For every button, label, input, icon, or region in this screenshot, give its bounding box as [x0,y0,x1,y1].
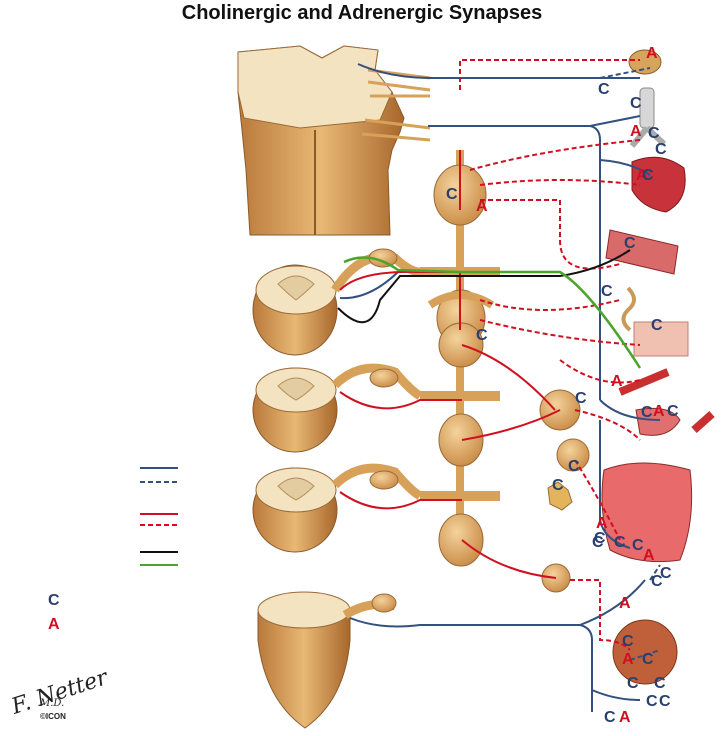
organ-blood-vessel [618,368,715,433]
cholinergic-synapse-label: C [646,693,658,710]
cholinergic-synapse-label: C [592,534,604,551]
cholinergic-synapse-label: C [655,141,667,158]
cholinergic-synapse-label: C [667,403,679,420]
artist-signature-suffix: M.D. [40,698,65,709]
adrenergic-synapse-label: A [619,709,631,726]
cholinergic-synapse-label: C [659,693,671,710]
cholinergic-synapse-label: C [622,633,634,650]
brainstem-segment [237,45,431,236]
cholinergic-synapse-label: C [552,477,564,494]
cholinergic-synapse-label: C [651,317,663,334]
organ-heart [631,156,686,213]
adrenergic-synapse-label: A [646,45,658,62]
organ-trachea [629,87,667,148]
somatic-motor-fibers [337,249,631,324]
spinal-segment-thoracic-2 [252,363,423,453]
organ-intestines [601,462,693,563]
cholinergic-synapse-label: C [630,95,642,112]
cholinergic-synapse-label: C [476,327,488,344]
adrenergic-synapse-label: A [636,167,648,184]
cholinergic-fibers-postganglionic [599,67,661,661]
cholinergic-synapse-label: C [651,573,663,590]
spinal-segment-sacral [257,591,397,729]
adrenergic-synapse-label: A [653,403,665,420]
sympathetic-chain [420,150,500,567]
cholinergic-synapse-label: C [446,186,458,203]
organ-skin [633,321,689,357]
organ-eye-gland [628,49,662,75]
legend-key-adrenergic: A [48,616,60,633]
cholinergic-synapse-label: C [575,390,587,407]
cholinergic-synapse-label: C [642,167,654,184]
cholinergic-synapse-label: C [594,530,606,547]
spinal-segment-thoracic-1 [252,248,421,356]
cholinergic-synapse-label: C [642,651,654,668]
publisher-mark: ©ICON [40,712,66,721]
adrenergic-synapse-label: A [619,595,631,612]
diagram-title: Cholinergic and Adrenergic Synapses [181,2,543,24]
cholinergic-synapse-label: C [601,283,613,300]
sensory-fibers [343,256,642,369]
organ-bladder [612,619,678,685]
cholinergic-synapse-label: C [654,675,666,692]
adrenergic-synapse-label: A [643,547,655,564]
cholinergic-synapse-label: C [627,675,639,692]
cholinergic-synapse-label: C [604,709,616,726]
legend-lines [140,467,178,566]
cholinergic-synapse-label: C [568,458,580,475]
organ-stomach [635,407,681,436]
adrenergic-synapse-label: A [596,515,608,532]
adrenergic-synapse-label: A [611,373,623,390]
cholinergic-synapse-label: C [648,125,660,142]
adrenergic-synapse-label: A [476,198,488,215]
organ-muscle [605,229,679,275]
cholinergic-synapse-label: C [660,565,672,582]
adrenergic-fibers [339,150,561,579]
cholinergic-synapse-label: C [632,537,644,554]
adrenergic-synapse-label: A [622,651,634,668]
adrenergic-fibers-postganglionic [459,59,641,651]
adrenergic-synapse-label: A [630,123,642,140]
cholinergic-fibers [339,63,661,712]
cholinergic-synapse-label: C [614,534,626,551]
cholinergic-synapse-label: C [641,404,653,421]
organ-sweat-gland [621,286,636,332]
cholinergic-synapse-label: C [598,81,610,98]
prevertebral-ganglia [539,389,590,593]
legend-key-cholinergic: C [48,592,60,609]
cholinergic-synapse-label: C [624,235,636,252]
spinal-segment-lumbar [252,463,423,553]
